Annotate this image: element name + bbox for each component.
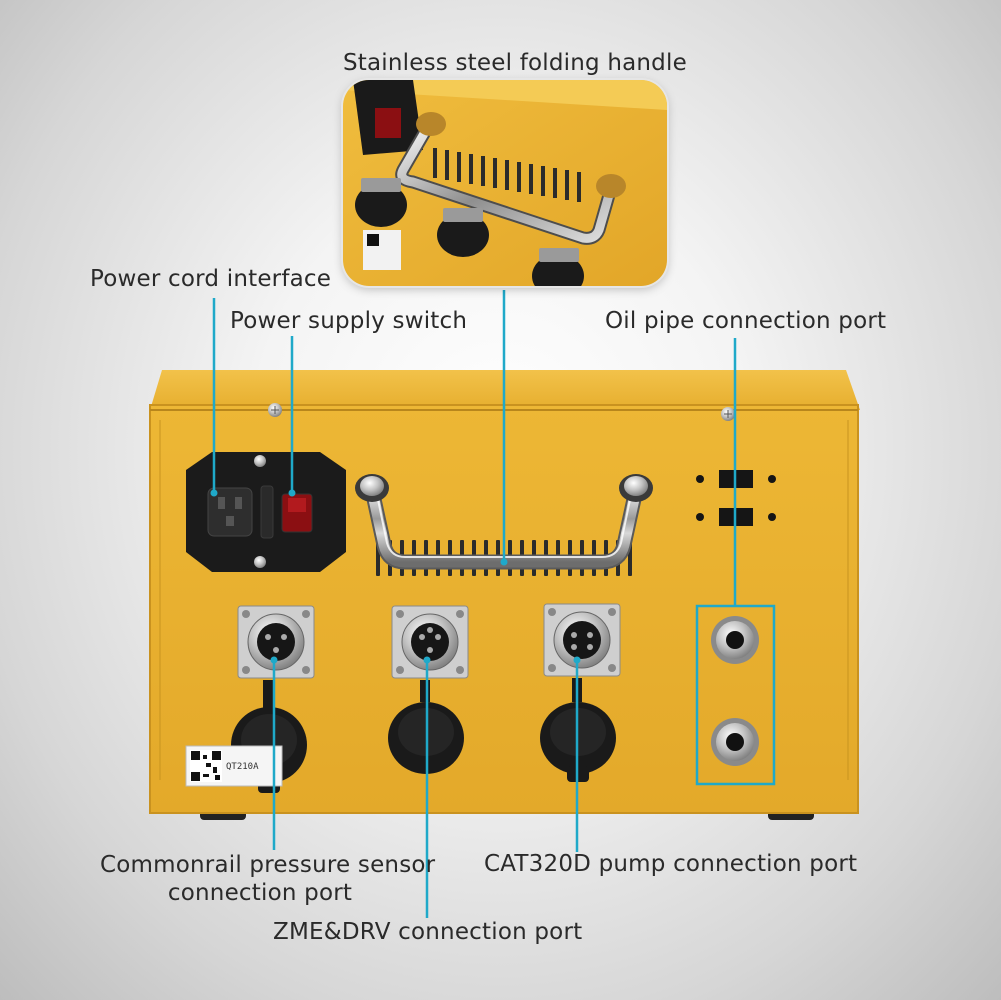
label-oil-pipe-port: Oil pipe connection port <box>605 308 887 334</box>
handle-pivot-left <box>355 474 389 502</box>
label-cat320d-port: CAT320D pump connection port <box>484 851 858 877</box>
label-zme-drv-port: ZME&DRV connection port <box>273 919 583 945</box>
label-commonrail-line2: connection port <box>167 880 353 906</box>
label-power-supply-switch: Power supply switch <box>230 308 468 334</box>
handle-closeup-photo <box>343 80 667 286</box>
screw-top-right <box>721 407 735 421</box>
power-module <box>186 452 346 572</box>
oil-pipe-fitting-bottom <box>711 718 759 766</box>
handle-pivot-right <box>619 474 653 502</box>
label-power-cord-interface: Power cord interface <box>90 266 332 292</box>
callout-lines <box>212 290 776 918</box>
label-commonrail-port: Commonrail pressure sensor connection po… <box>100 851 436 907</box>
serial-label: QT210A <box>226 762 259 772</box>
callout-dots <box>210 489 581 664</box>
screw-top-left <box>268 403 282 417</box>
label-handle: Stainless steel folding handle <box>343 50 687 76</box>
label-commonrail-line1: Commonrail pressure sensor <box>100 852 436 878</box>
qr-sticker <box>185 745 283 787</box>
handle-closeup-inset <box>343 80 667 286</box>
oil-pipe-fitting-top <box>711 616 759 664</box>
